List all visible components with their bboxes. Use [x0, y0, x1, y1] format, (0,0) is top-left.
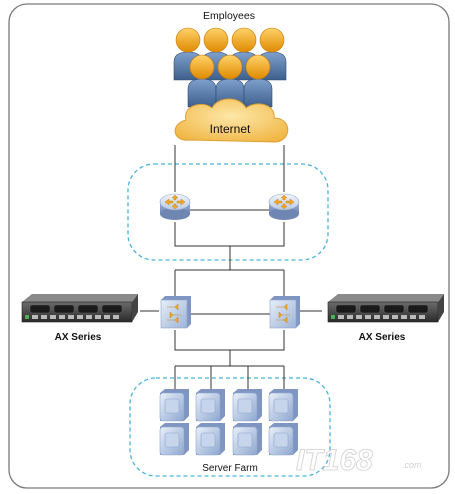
- server-icon: [232, 389, 262, 422]
- server-icon: [159, 389, 189, 422]
- internet-label: Internet: [210, 122, 251, 136]
- svg-text:IT168: IT168: [296, 444, 373, 477]
- ax-series-device-icon: [327, 294, 444, 323]
- internet-cloud-icon: [174, 98, 289, 143]
- server-farm-label: Server Farm: [202, 463, 258, 474]
- server-icon: [195, 389, 225, 422]
- server-farm-outline: [129, 377, 331, 477]
- router-icon: [268, 193, 300, 220]
- router-group-outline: [127, 163, 329, 261]
- left-device-label: AX Series: [55, 332, 102, 343]
- employees-group-icon: [173, 27, 287, 108]
- site-watermark: IT168 .com: [296, 444, 423, 478]
- server-icon: [159, 423, 189, 456]
- server-icon: [268, 389, 298, 422]
- person-icon: [187, 54, 217, 108]
- ax-series-device-icon: [21, 294, 138, 323]
- server-icon: [195, 423, 225, 456]
- router-icon: [159, 193, 191, 220]
- person-icon: [243, 54, 273, 108]
- employees-title: Employees: [203, 10, 255, 22]
- switch-icon: [269, 296, 300, 329]
- connection-lines: [140, 145, 322, 392]
- server-icon: [268, 423, 298, 456]
- right-device-label: AX Series: [359, 332, 406, 343]
- svg-text:.com: .com: [402, 460, 422, 470]
- server-icon: [232, 423, 262, 456]
- switch-icon: [160, 296, 191, 329]
